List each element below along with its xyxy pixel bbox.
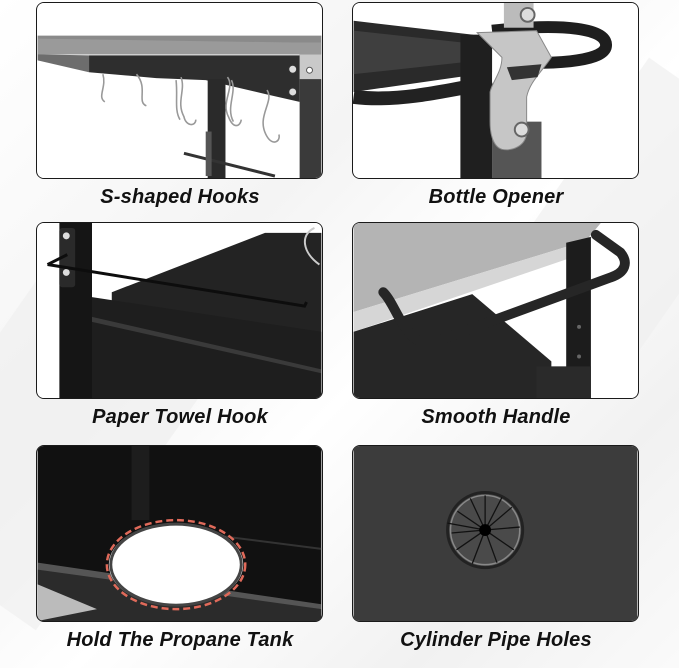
pipe-holes-illustration (353, 446, 638, 621)
caption-bottle-opener: Bottle Opener (428, 186, 564, 208)
caption-paper-towel-hook: Paper Towel Hook (92, 406, 268, 428)
paper-towel-hook-illustration (37, 223, 322, 398)
feature-image-bottle-opener (352, 2, 639, 179)
propane-tank-illustration (37, 446, 322, 621)
feature-image-propane-tank (36, 445, 323, 622)
s-hooks-illustration (37, 3, 322, 178)
feature-image-paper-towel-hook (36, 222, 323, 399)
caption-pipe-holes: Cylinder Pipe Holes (400, 629, 592, 651)
bottle-opener-illustration (353, 3, 638, 178)
caption-s-hooks: S-shaped Hooks (100, 186, 260, 208)
caption-propane-tank: Hold The Propane Tank (66, 629, 294, 651)
caption-smooth-handle: Smooth Handle (421, 406, 571, 428)
feature-image-smooth-handle (352, 222, 639, 399)
smooth-handle-illustration (353, 223, 638, 398)
feature-image-pipe-holes (352, 445, 639, 622)
feature-image-s-hooks (36, 2, 323, 179)
